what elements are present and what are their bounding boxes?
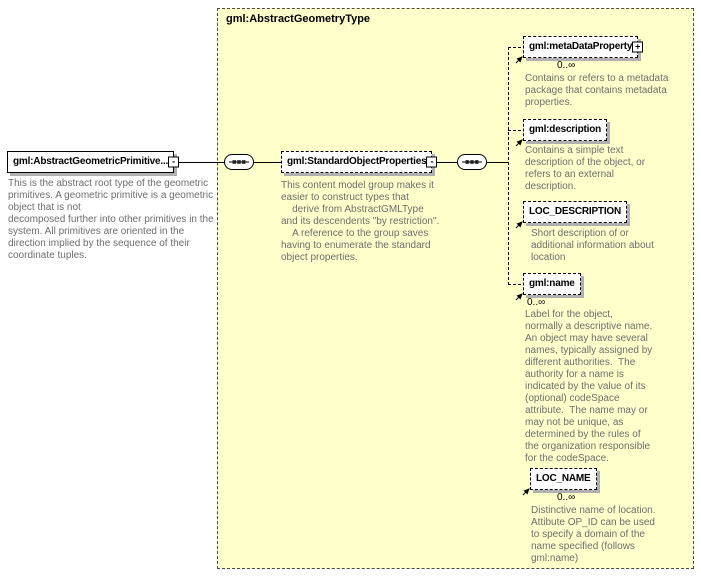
annotation-loc-name: Distinctive name of location. Attibute O…	[531, 505, 656, 564]
collapse-toggle-icon[interactable]: -	[426, 156, 438, 168]
complex-type-container: gml:AbstractGeometryType	[217, 8, 694, 569]
sequence-compositor-icon	[457, 154, 487, 170]
annotation-metadataproperty: Contains or refers to a metadata package…	[525, 73, 669, 108]
sequence-compositor-icon	[224, 154, 254, 170]
occurrence-loc-name: 0..∞	[557, 492, 576, 503]
annotation-group: This content model group makes it easier…	[281, 180, 440, 263]
group-standard-object-properties[interactable]: gml:StandardObjectProperties -	[281, 151, 438, 173]
occurrence-name: 0..∞	[527, 297, 546, 308]
element-description[interactable]: gml:description	[523, 119, 608, 141]
occurrence-metadataproperty: 0..∞	[557, 60, 576, 71]
annotation-name: Label for the object, normally a descrip…	[525, 309, 653, 464]
expand-toggle-icon[interactable]: +	[632, 41, 644, 53]
optional-connectors	[508, 47, 530, 285]
annotation-description: Contains a simple text description of th…	[525, 145, 646, 192]
element-loc-name[interactable]: LOC_NAME	[530, 468, 597, 490]
annotation-root: This is the abstract root type of the ge…	[8, 178, 214, 261]
element-metadataproperty[interactable]: gml:metaDataProperty +	[523, 36, 644, 58]
group-label: gml:StandardObjectProperties	[287, 156, 427, 167]
element-label: LOC_DESCRIPTION	[529, 206, 622, 217]
collapse-toggle-icon[interactable]: -	[168, 156, 180, 168]
element-label: gml:name	[529, 278, 575, 289]
element-label: gml:metaDataProperty	[529, 41, 633, 52]
element-name[interactable]: gml:name	[523, 273, 581, 295]
element-label: gml:AbstractGeometricPrimitive...	[13, 156, 169, 167]
complex-type-title: gml:AbstractGeometryType	[226, 13, 371, 25]
element-label: LOC_NAME	[536, 473, 591, 484]
element-reference-arrows	[515, 56, 530, 496]
element-loc-description[interactable]: LOC_DESCRIPTION	[523, 201, 628, 223]
annotation-loc-description: Short description of or additional infor…	[531, 228, 654, 263]
element-abstract-geometric-primitive[interactable]: gml:AbstractGeometricPrimitive... -	[7, 151, 180, 173]
element-label: gml:description	[529, 124, 602, 135]
